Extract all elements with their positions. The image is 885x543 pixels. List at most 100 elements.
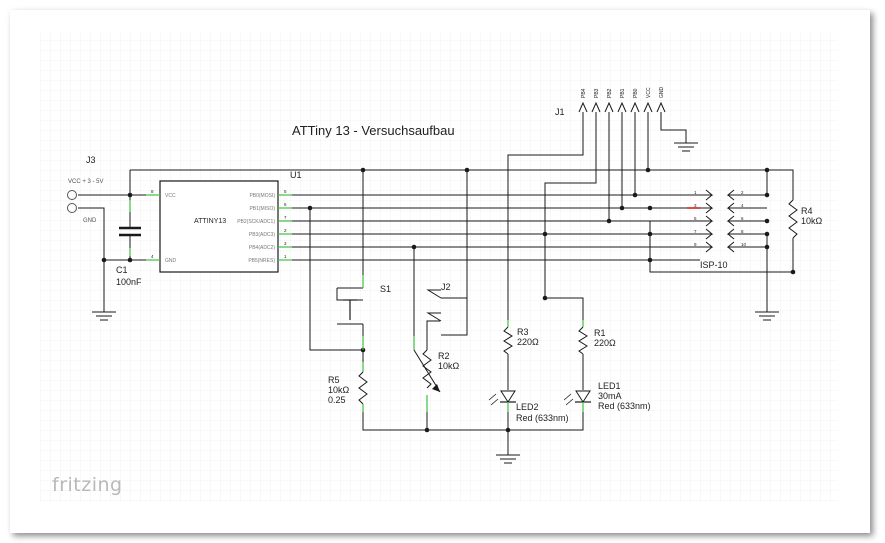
isp-pin-num: 1 (694, 190, 697, 195)
j1-pin-label: PB2 (607, 88, 613, 98)
u1-name: ATTINY13 (194, 218, 226, 225)
u1-pin-num-3: 3 (284, 241, 287, 246)
fritzing-logo: fritzing (52, 474, 123, 496)
isp-pin-num: 9 (694, 242, 697, 247)
j1-pin-pb1[interactable]: PB1 (617, 88, 627, 113)
r3-value: 220Ω (517, 337, 539, 347)
r5-value: 10kΩ (328, 385, 350, 395)
isp-pin-num: 8 (741, 229, 744, 234)
j3-gnd-label: GND (83, 218, 97, 224)
isp-pin-3[interactable]: 3 (694, 202, 714, 214)
isp-pin-2[interactable]: 2 (726, 189, 744, 201)
isp-pin-num: 6 (741, 216, 744, 221)
connector-j3[interactable]: J3 VCC + 3 - 5V GND (67, 155, 104, 224)
isp-pin-4[interactable]: 4 (726, 202, 744, 214)
u1-pin-num-4: 4 (151, 254, 154, 259)
isp-pin-5[interactable]: 5 (694, 215, 714, 227)
j1-pin-vcc[interactable]: VCC (643, 87, 653, 113)
j1-pin-label: GND (659, 87, 665, 99)
u1-pin-pb3: PB3(ADC3) (249, 232, 275, 238)
j1-pin-label: VCC (646, 87, 652, 98)
isp-pin-8[interactable]: 8 (726, 228, 744, 240)
resistor-r5[interactable]: R5 10kΩ 0.25 (328, 362, 368, 412)
capacitor-c1[interactable]: C1 100nF (116, 200, 142, 287)
u1-pin-num-1: 1 (284, 254, 287, 259)
led1-current: 30mA (598, 391, 622, 401)
gnd-rail (362, 410, 584, 431)
j3-ref: J3 (86, 155, 96, 165)
s1-ref: S1 (380, 284, 391, 294)
isp-pin-num: 5 (694, 216, 697, 221)
wire-pb1-s1 (309, 208, 363, 351)
u1-pin-gnd: GND (165, 258, 177, 264)
ground-icon (674, 142, 698, 152)
resistor-r4[interactable]: R4 10kΩ (788, 199, 823, 239)
potentiometer-r2[interactable]: R2 10kΩ (413, 336, 460, 412)
wire-j2 (441, 170, 468, 336)
connector-j1[interactable]: J1 PB4 PB3 PB2 PB1 PB0 VCC GND (555, 87, 666, 118)
r4-value: 10kΩ (801, 216, 823, 226)
u1-pin-pb5: PB5(NRES) (248, 258, 275, 264)
isp-pin-10[interactable]: 10 (726, 241, 747, 253)
r5-ref: R5 (328, 375, 340, 385)
r3-ref: R3 (517, 327, 529, 337)
u1-pin-num-7: 7 (284, 215, 287, 220)
junctions (101, 167, 796, 433)
schematic-title: ATTiny 13 - Versuchsaufbau (292, 123, 455, 138)
led-led2[interactable]: LED2 Red (633nm) (488, 390, 569, 423)
r1-ref: R1 (594, 328, 606, 338)
u1-pin-num-2: 2 (284, 228, 287, 233)
wire-j1-pb4 (507, 112, 584, 320)
ground-icon (755, 311, 779, 321)
wire-r4-top (767, 169, 794, 200)
j1-pin-pb0[interactable]: PB0 (630, 88, 640, 113)
ground-icon (92, 311, 116, 321)
u1-pin-vcc: VCC (165, 193, 176, 199)
c1-ref: C1 (116, 265, 128, 275)
r2-value: 10kΩ (438, 361, 460, 371)
isp-ref: ISP-10 (700, 260, 728, 270)
isp-pin-9[interactable]: 9 (694, 241, 714, 253)
u1-pin-num-5: 5 (284, 189, 287, 194)
connector-j2[interactable]: J2 (426, 282, 451, 322)
r5-power: 0.25 (328, 395, 346, 405)
resistor-r1[interactable]: R1 220Ω (578, 320, 616, 390)
j1-pin-pb2[interactable]: PB2 (604, 88, 614, 113)
j1-ref: J1 (555, 107, 565, 117)
r1-value: 220Ω (594, 338, 616, 348)
u1-pin-num-6: 6 (284, 202, 287, 207)
led2-color: Red (633nm) (516, 413, 569, 423)
isp-pin-num: 2 (741, 190, 744, 195)
led-led1[interactable]: LED1 30mA Red (633nm) (563, 381, 651, 412)
led1-ref: LED1 (598, 381, 621, 391)
r2-ref: R2 (438, 351, 450, 361)
ground-icon (496, 454, 520, 464)
u1-ref: U1 (290, 170, 302, 180)
j1-pin-pb3[interactable]: PB3 (591, 88, 601, 113)
j1-pin-label: PB3 (594, 88, 600, 98)
j3-vcc-label: VCC + 3 - 5V (68, 179, 104, 185)
wires (78, 112, 794, 455)
r4-ref: R4 (801, 206, 813, 216)
isp-pin-6[interactable]: 6 (726, 215, 744, 227)
isp-pin-1[interactable]: 1 (694, 189, 714, 201)
j1-pin-label: PB0 (633, 88, 639, 98)
switch-s1[interactable]: S1 (337, 275, 391, 350)
j1-pin-pb4[interactable]: PB4 (578, 88, 588, 113)
u1-pin-pb4: PB4(ADC2) (249, 245, 275, 251)
ic-u1[interactable]: U1 ATTINY13 VCC GND PB0(MOSI) PB1(MISO) … (146, 170, 302, 273)
resistor-r3[interactable]: R3 220Ω (503, 320, 539, 390)
led2-ref: LED2 (516, 402, 539, 412)
j1-pin-gnd[interactable]: GND (656, 87, 666, 113)
connector-isp10[interactable]: 1 2 3 4 5 6 7 8 9 10 ISP-10 (687, 189, 747, 270)
wire-j1-gnd (660, 112, 687, 143)
u1-pin-pb1: PB1(MISO) (249, 206, 275, 212)
j1-pin-label: PB1 (620, 88, 626, 98)
isp-pin-num: 4 (741, 203, 744, 208)
ground-symbols (92, 142, 779, 464)
isp-pin-7[interactable]: 7 (694, 228, 714, 240)
j1-pin-label: PB4 (581, 88, 587, 98)
u1-pin-pb0: PB0(MOSI) (249, 193, 275, 199)
